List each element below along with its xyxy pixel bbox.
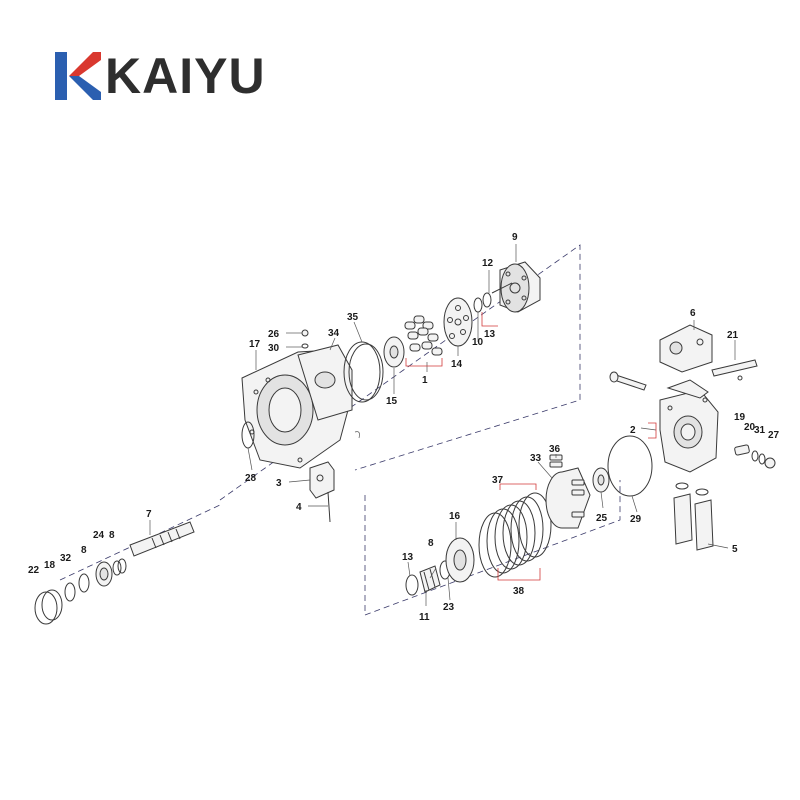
friction-plates [478,492,552,578]
motor-housing [241,344,353,469]
callout: 38 [513,586,525,597]
plug-o-ring [751,450,759,462]
callout: 22 [28,565,40,576]
ring [117,558,127,574]
callout: 8 [81,545,87,556]
snap-ring [34,591,58,625]
callout: 8 [428,538,434,549]
callout: 3 [276,478,282,489]
brand-logo: KAIYU [55,48,266,104]
callout: 30 [268,343,280,354]
cylinder-block [499,261,541,313]
callout: 36 [549,444,561,455]
relief-cartridges [673,482,714,551]
callout: 19 [734,412,746,423]
small-ring [473,297,483,313]
callout: 16 [449,511,461,522]
brand-name: KAIYU [105,48,266,104]
small-ring [482,292,492,308]
callout: 17 [249,339,261,350]
relief-valve-block [309,461,335,499]
callout: 20 [744,422,756,433]
callout: 12 [482,258,494,269]
callout: 6 [690,308,696,319]
group-bracket [481,312,498,327]
plug [734,444,750,456]
callout: 14 [451,359,463,370]
callout: 7 [146,509,152,520]
callout: 23 [443,602,455,613]
plug-o-ring [301,343,309,349]
callout: 28 [245,473,257,484]
callout: 15 [386,396,398,407]
ring [112,560,122,576]
cover-o-ring [607,435,653,497]
small-ring [405,574,419,596]
control-valve [659,324,713,373]
cover-bolts [609,359,758,391]
plug [301,329,309,337]
brake-hub [545,467,591,529]
callout: 10 [472,337,484,348]
callout: 8 [109,530,115,541]
callout: 27 [768,430,780,441]
callout: 9 [512,232,518,243]
callout: 32 [60,553,72,564]
callout: 5 [732,544,738,555]
callout: 13 [484,329,496,340]
callout: 37 [492,475,504,486]
kaiyu-k-mark-icon [55,52,101,100]
piston-set [404,315,443,356]
callout: 33 [530,453,542,464]
group-bracket [405,358,443,367]
leader-lines [149,244,736,606]
callout: 34 [328,328,340,339]
ring [64,582,76,602]
callout: 21 [727,330,739,341]
callout: 26 [268,329,280,340]
seal-ring-inner [348,343,384,401]
valve-bolt [327,491,331,523]
snap-ring [41,589,63,621]
callout: 24 [93,530,105,541]
callout: 11 [419,612,430,623]
callout: 1 [422,375,428,386]
callout: 31 [754,425,766,436]
retainer-plate [443,297,473,347]
callout: 35 [347,312,359,323]
group-bracket [499,483,537,490]
spring-collar [419,565,441,593]
callout: 18 [44,560,56,571]
callout-labels: 1 2 3 4 5 6 7 8 8 8 9 10 11 12 13 13 14 … [28,232,780,623]
callout: 13 [402,552,414,563]
ring [78,573,90,593]
callout: 4 [296,502,302,513]
callout: 29 [630,514,642,525]
assembly-boundary-lower [364,480,621,616]
valve-cover [659,379,719,473]
center-pin [491,282,513,294]
drive-shaft [129,521,195,557]
group-bracket [648,422,657,439]
plug [764,457,776,469]
assembly-boundary-upper [219,244,581,501]
callout: 25 [596,513,608,524]
plug-o-ring [758,453,766,465]
callout: 2 [630,425,636,436]
group-bracket [497,568,541,581]
